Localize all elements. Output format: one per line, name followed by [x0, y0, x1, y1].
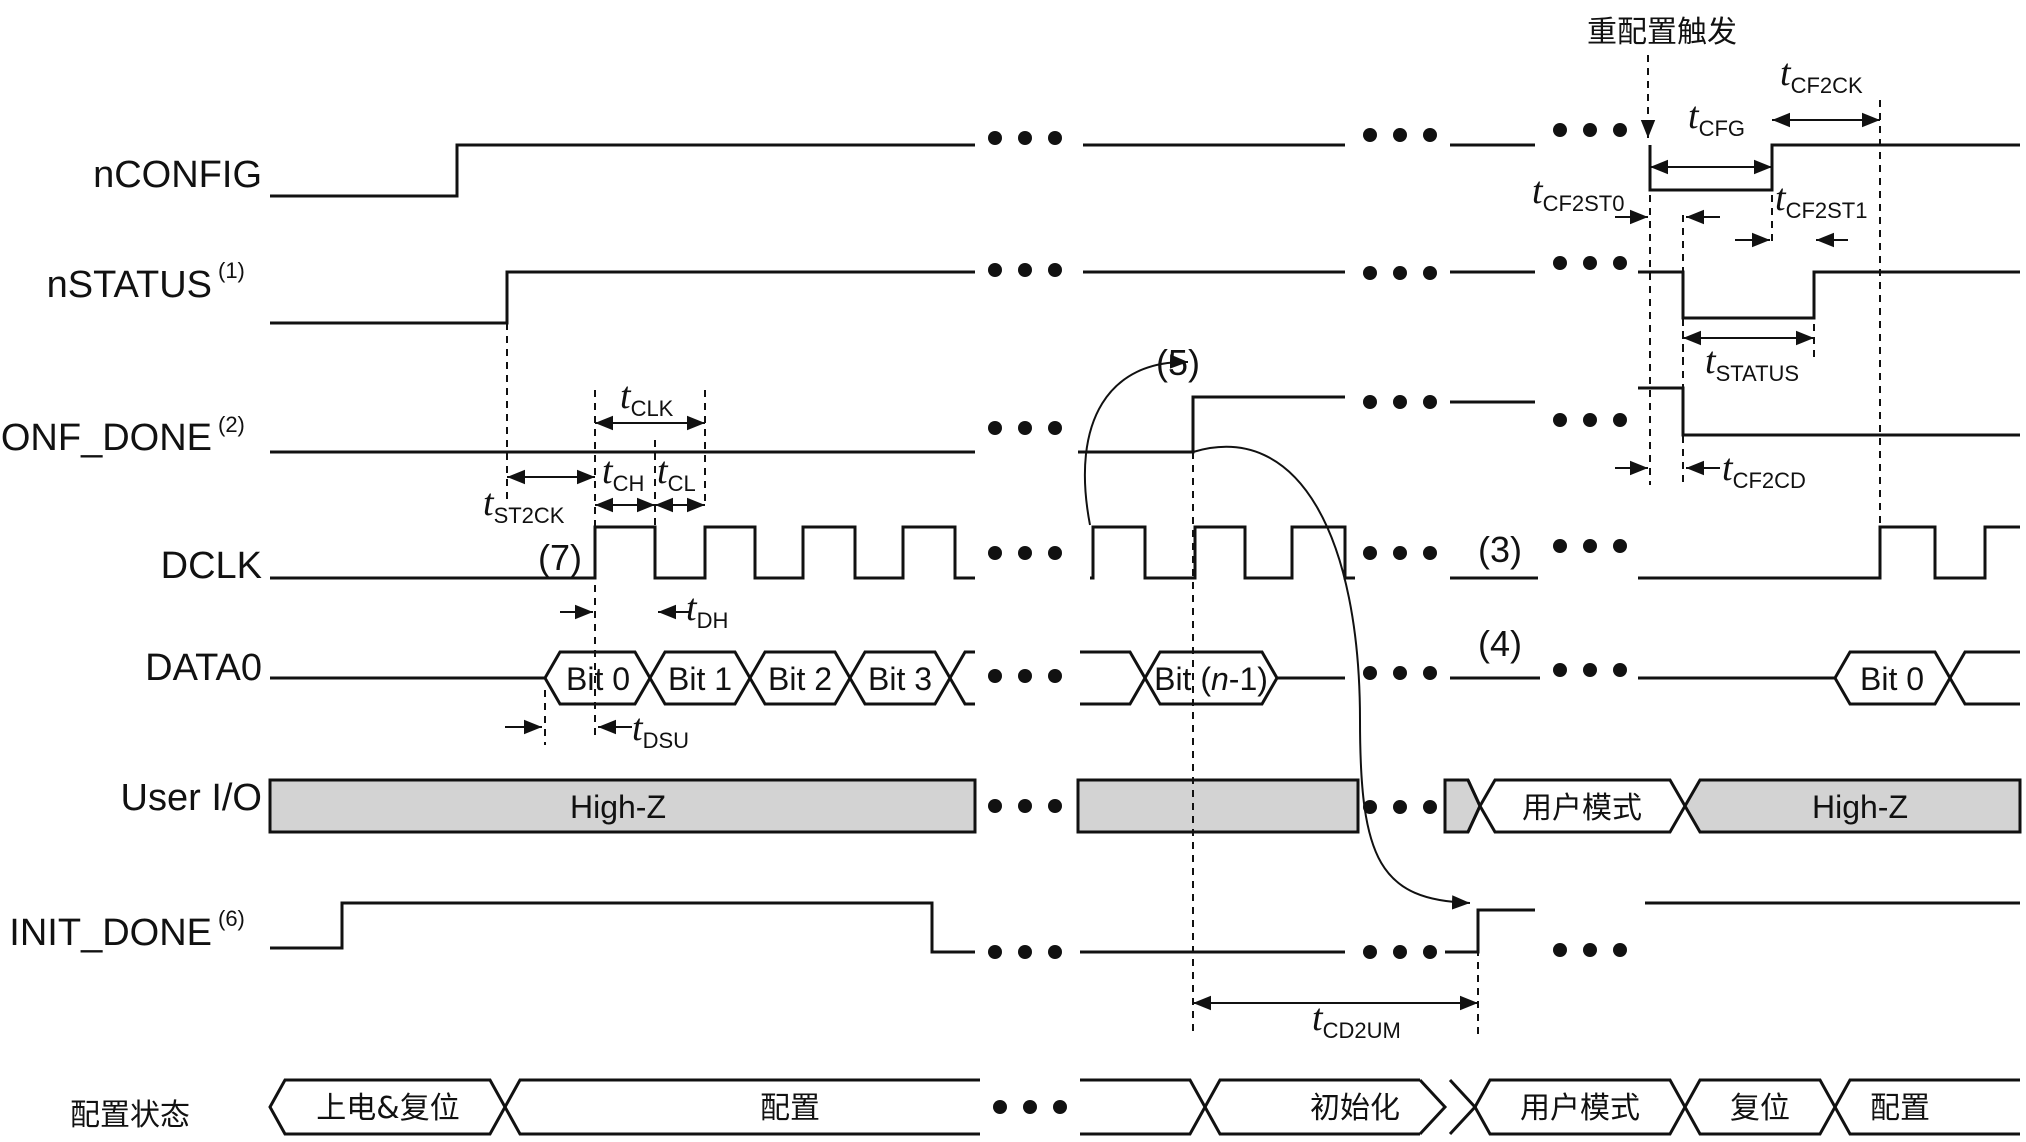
reconfig-trigger-label: 重配置触发: [1587, 15, 1737, 50]
state-initialization: 初始化: [1310, 1091, 1400, 1126]
state-power-reset: 上电&复位: [316, 1091, 459, 1126]
wave-dclk: [270, 525, 2020, 580]
note-6: (6): [218, 906, 245, 931]
t-dsu-label: tDSU: [632, 707, 689, 753]
user-io-high-z-1: High-Z: [570, 789, 666, 825]
label-conf-done: CONF_DONE: [0, 417, 212, 459]
t-cf2ck-label: tCF2CK: [1780, 52, 1863, 98]
label-user-io: User I/O: [121, 777, 262, 819]
t-status-label: tSTATUS: [1705, 340, 1799, 386]
t-cf2st1-label: tCF2ST1: [1775, 177, 1867, 223]
state-user-mode: 用户模式: [1520, 1091, 1640, 1126]
state-configuration-2: 配置: [1870, 1091, 1930, 1126]
wave-nstatus: [270, 270, 2020, 325]
state-reset: 复位: [1730, 1091, 1790, 1126]
wave-config-state: [268, 1078, 2020, 1136]
label-dclk: DCLK: [161, 545, 262, 587]
t-cfg-label: tCFG: [1688, 95, 1745, 141]
t-st2ck-label: tST2CK: [483, 482, 565, 528]
note-3: (3): [1478, 529, 1522, 570]
data-bit-1: Bit 1: [668, 661, 732, 697]
ellipsis-dots: [988, 123, 1627, 1114]
user-io-high-z-2: High-Z: [1812, 789, 1908, 825]
t-dh-label: tDH: [686, 587, 728, 633]
state-configuration: 配置: [760, 1091, 820, 1126]
label-data0: DATA0: [145, 647, 262, 689]
wave-nconfig: [270, 143, 2020, 198]
label-config-state: 配置状态: [70, 1098, 190, 1133]
note-7: (7): [538, 537, 582, 578]
data-bit-2: Bit 2: [768, 661, 832, 697]
note-4: (4): [1478, 623, 1522, 664]
label-nstatus: nSTATUS: [47, 264, 212, 306]
data-bit-n-minus-1: Bit (n-1): [1154, 661, 1268, 697]
t-clk-label: tCLK: [620, 375, 674, 421]
t-cf2cd-label: tCF2CD: [1722, 447, 1806, 493]
data-bit-3: Bit 3: [868, 661, 932, 697]
wave-user-io: [268, 778, 2022, 834]
label-init-done: INIT_DONE: [9, 912, 212, 954]
t-cd2um-label: tCD2UM: [1312, 997, 1401, 1043]
t-ch-label: tCH: [602, 450, 644, 496]
data-bit-0: Bit 0: [566, 661, 630, 697]
wave-init-done: [270, 901, 2020, 954]
note-2: (2): [218, 412, 245, 437]
user-io-user-mode: 用户模式: [1522, 791, 1642, 826]
timing-arrows: [505, 112, 1880, 1011]
note-1: (1): [218, 258, 245, 283]
wave-data0: [270, 650, 2020, 706]
label-nconfig: nCONFIG: [93, 154, 262, 196]
wave-conf-done: [270, 386, 2020, 454]
data-bit-0-reconfig: Bit 0: [1860, 661, 1924, 697]
t-cf2st0-label: tCF2ST0: [1532, 170, 1624, 216]
t-cl-label: tCL: [657, 450, 696, 496]
